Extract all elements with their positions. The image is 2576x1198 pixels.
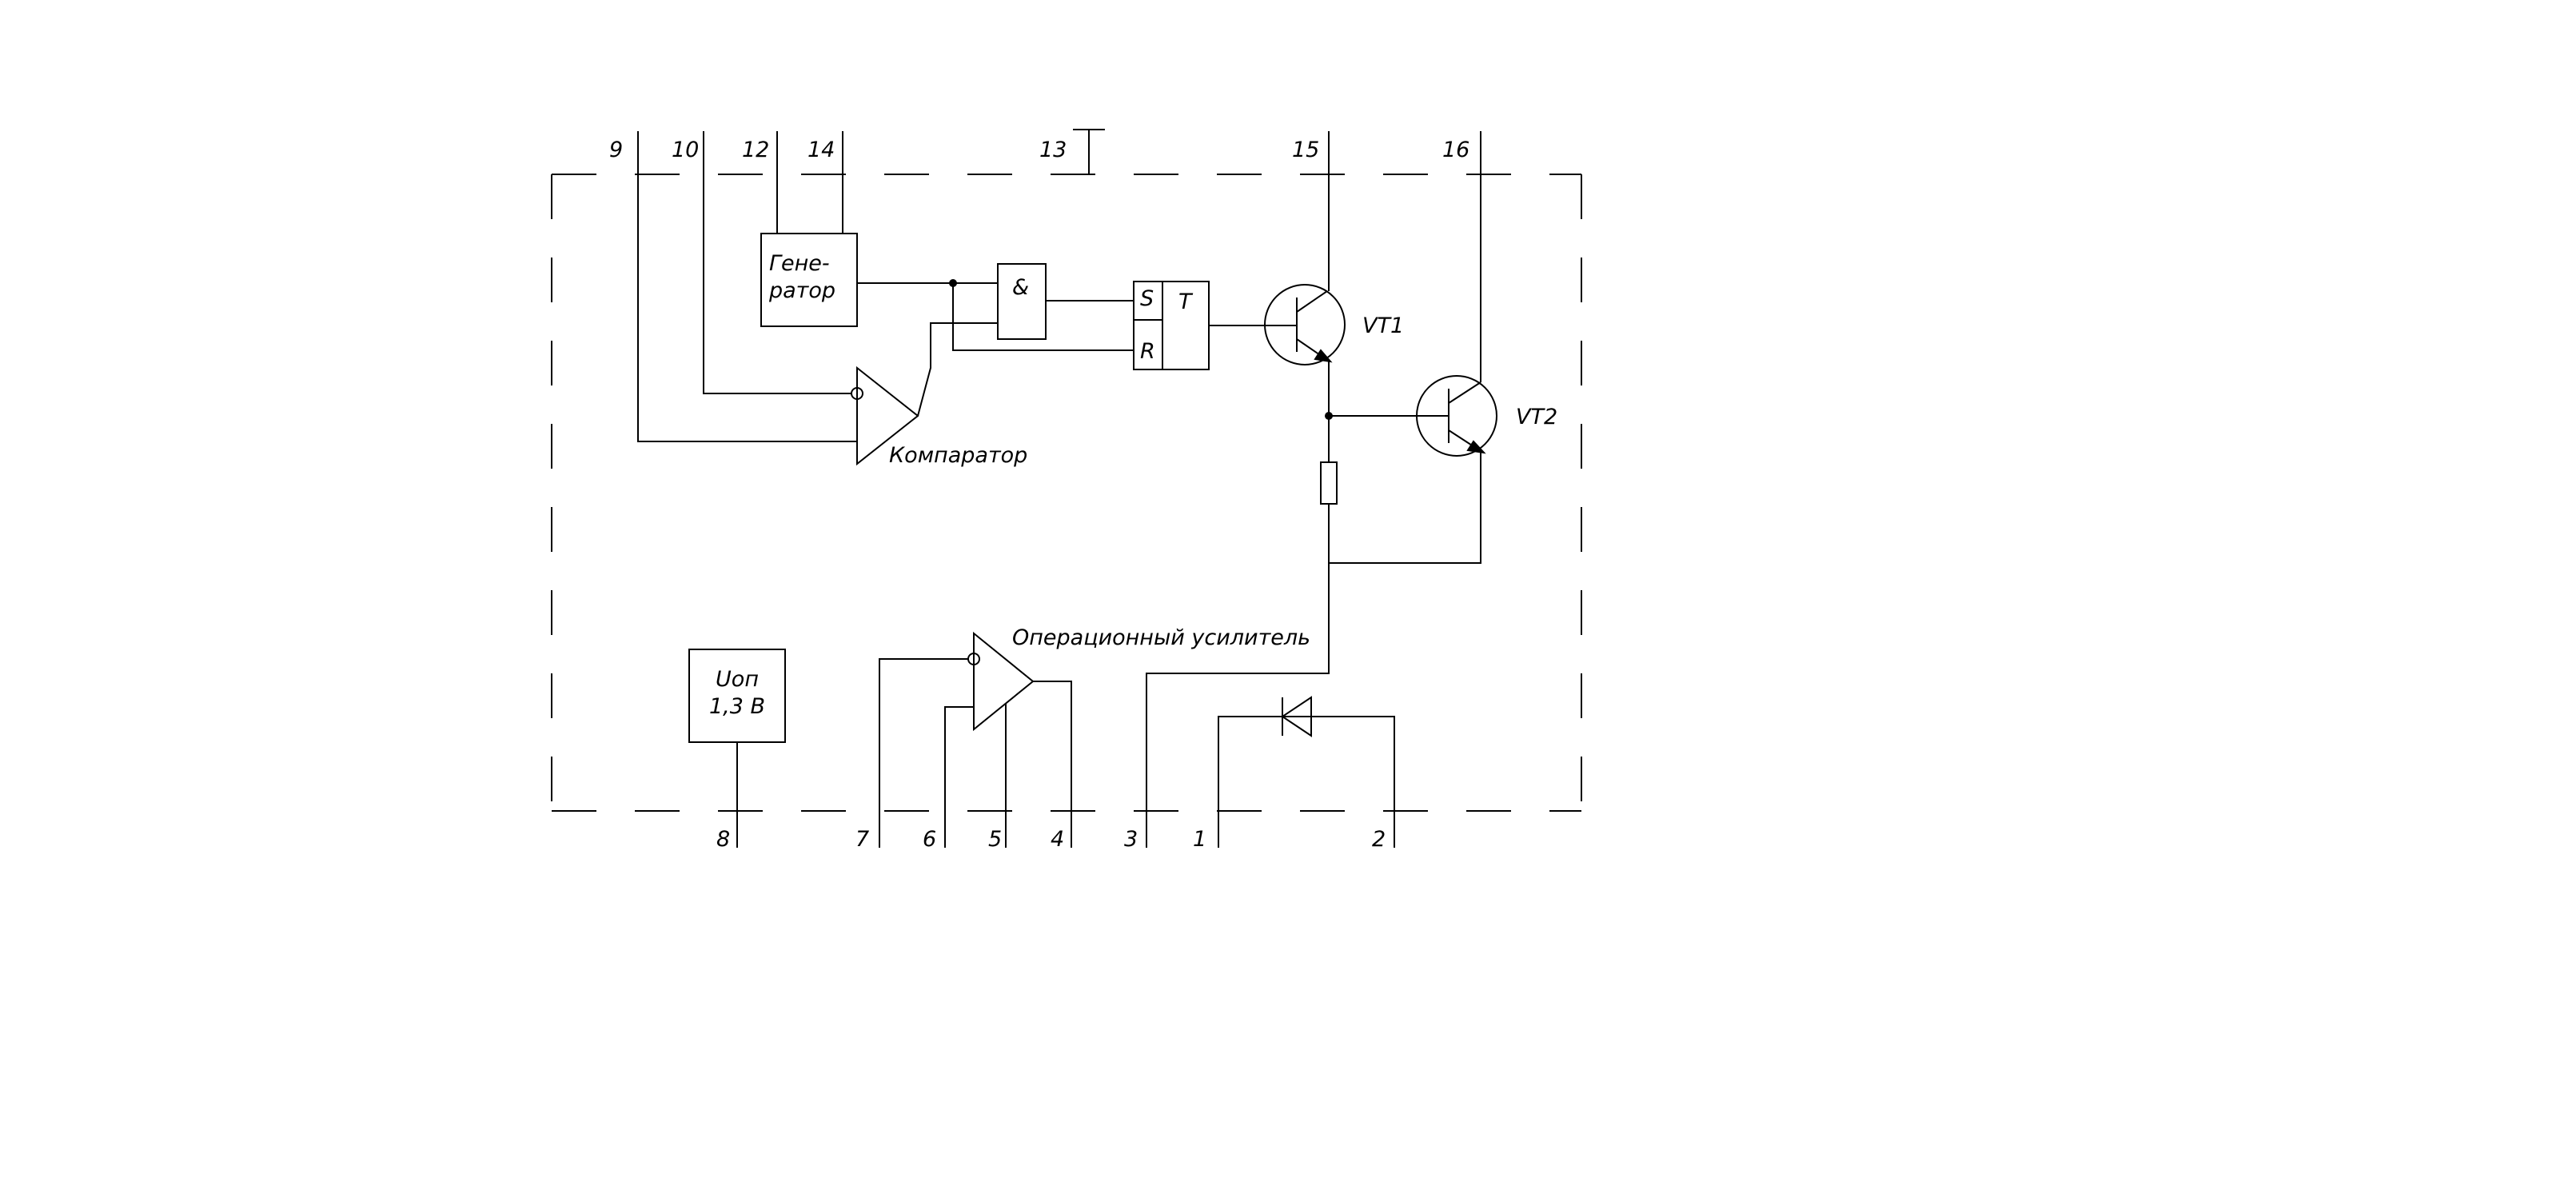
trigger-r-label: R xyxy=(1140,339,1155,364)
reference-block: Uоп 1,3 В xyxy=(688,649,786,848)
pin-16-label: 16 xyxy=(1442,138,1469,162)
transistor-vt1: VT1 xyxy=(1263,284,1404,365)
top-pins: 9 10 12 14 13 15 16 xyxy=(609,129,1469,174)
pin-13-label: 13 xyxy=(1039,138,1067,162)
wire-pin10 xyxy=(703,131,851,394)
generator-box xyxy=(760,233,858,327)
op-amp: Операционный усилитель xyxy=(879,625,1310,848)
wire-pin4 xyxy=(1033,681,1072,848)
wire-gen-to-reset xyxy=(952,283,1134,351)
comparator-triangle xyxy=(856,365,919,466)
junction-vt1 xyxy=(1325,412,1333,420)
pin-1-label: 1 xyxy=(1193,827,1206,852)
generator-label-line2: ратор xyxy=(768,278,835,303)
vt2-arrow-icon xyxy=(1466,440,1486,454)
pin-9-label: 9 xyxy=(609,138,623,162)
bottom-pins: 8 7 6 5 4 3 1 2 xyxy=(716,827,1386,852)
rs-trigger: S R T xyxy=(1133,281,1210,370)
reference-label-line2: 1,3 В xyxy=(709,694,765,719)
pin-15-label: 15 xyxy=(1292,138,1319,162)
wire-pin1 xyxy=(1218,716,1311,848)
vt1-label: VT1 xyxy=(1362,313,1404,338)
wire-pin9 xyxy=(637,131,857,442)
pin-12-label: 12 xyxy=(742,138,769,162)
and-gate-label: & xyxy=(1012,275,1029,300)
comparator-label: Компаратор xyxy=(889,443,1027,468)
pin-7-label: 7 xyxy=(855,827,869,852)
pin-6-label: 6 xyxy=(923,827,936,852)
reference-label-line1: Uоп xyxy=(716,667,759,692)
vt1-arrow-icon xyxy=(1314,349,1333,363)
trigger-s-label: S xyxy=(1140,286,1154,311)
pin-2-label: 2 xyxy=(1372,827,1386,852)
vt2-label: VT2 xyxy=(1516,405,1557,429)
pin-10-label: 10 xyxy=(672,138,699,162)
wire-resistor-to-vt2 xyxy=(1328,451,1481,564)
logic-wiring xyxy=(857,279,1263,417)
wire-pin6 xyxy=(944,706,974,848)
vt2-collector xyxy=(1448,381,1481,404)
pin-3-label: 3 xyxy=(1124,827,1138,852)
op-amp-label: Операционный усилитель xyxy=(1012,625,1310,650)
wire-to-pin3 xyxy=(1146,563,1330,848)
comparator: Компаратор xyxy=(637,131,1027,468)
ic-boundary xyxy=(551,174,1582,812)
transistor-vt2: VT2 xyxy=(1329,375,1557,457)
diode xyxy=(1218,696,1395,848)
generator-label-line1: Гене- xyxy=(769,251,830,276)
resistor xyxy=(1320,461,1338,505)
wire-comp-to-and xyxy=(917,322,998,417)
vt1-collector xyxy=(1296,290,1328,313)
generator-block: Гене- ратор xyxy=(760,131,858,327)
pin-14-label: 14 xyxy=(807,138,835,162)
wire-pin7 xyxy=(879,658,968,848)
pin-5-label: 5 xyxy=(988,827,1002,852)
op-amp-triangle xyxy=(973,631,1035,732)
pin-8-label: 8 xyxy=(716,827,730,852)
output-wiring xyxy=(1146,131,1481,848)
diode-symbol xyxy=(1281,696,1312,737)
wire-pin2 xyxy=(1311,716,1395,848)
trigger-t-label: T xyxy=(1178,290,1194,314)
and-gate: & xyxy=(997,263,1047,340)
pin-4-label: 4 xyxy=(1051,827,1064,852)
